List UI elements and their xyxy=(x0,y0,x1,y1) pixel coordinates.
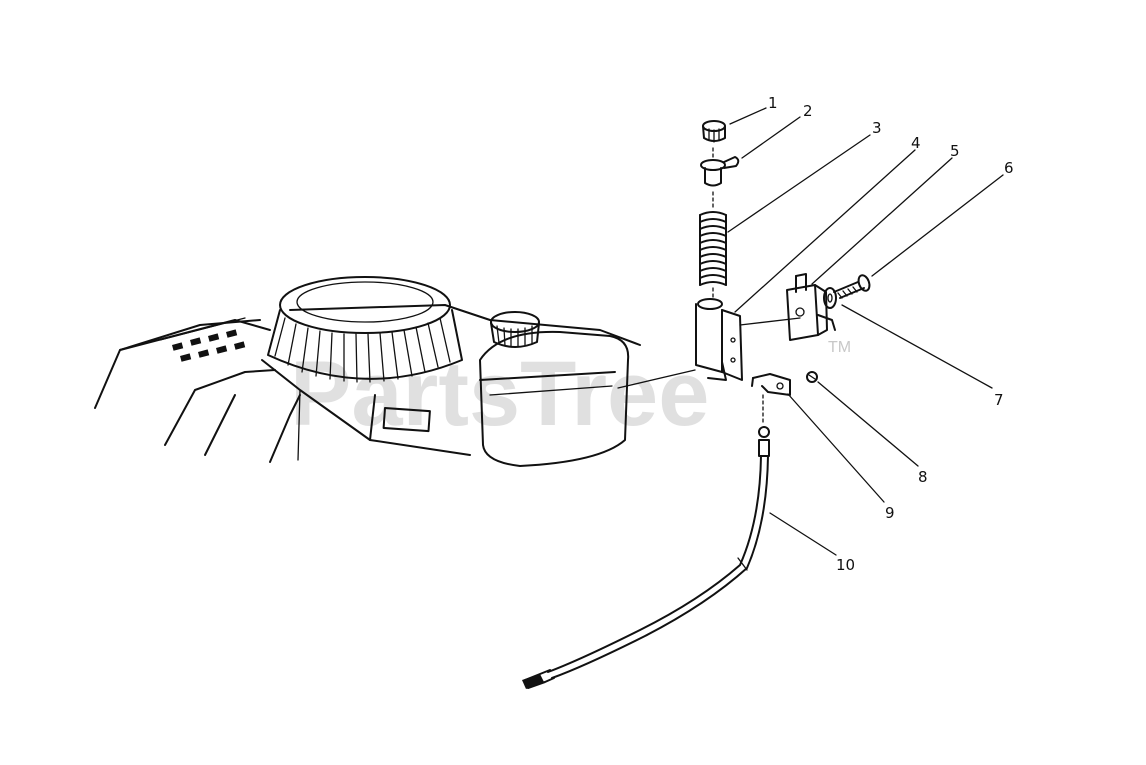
callout-labels: 1 2 3 4 5 6 7 8 9 10 xyxy=(768,94,1014,574)
callout-4: 4 xyxy=(911,134,921,152)
watermark-trademark: TM xyxy=(828,339,851,356)
fuel-tank xyxy=(479,311,630,467)
callout-10: 10 xyxy=(836,556,855,574)
part-10-cable xyxy=(522,426,770,689)
callout-3: 3 xyxy=(872,119,882,137)
part-9-clip xyxy=(751,373,791,426)
callout-leaders xyxy=(727,107,1004,556)
part-5-switch xyxy=(786,273,836,341)
part-6-screw xyxy=(833,274,871,299)
air-filter-housing xyxy=(267,276,463,383)
part-1-nut xyxy=(702,120,726,143)
engine-body xyxy=(261,304,641,461)
deck-vent-holes xyxy=(172,329,246,362)
part-4-bracket xyxy=(617,287,801,389)
part-3-spring xyxy=(699,191,727,286)
callout-6: 6 xyxy=(1004,159,1014,177)
callout-5: 5 xyxy=(950,142,960,160)
air-filter-fins xyxy=(274,317,451,383)
part-8-screw xyxy=(806,371,818,383)
part-2-bushing xyxy=(700,147,740,187)
part-7-washer xyxy=(823,287,837,309)
callout-9: 9 xyxy=(885,504,895,522)
callout-7: 7 xyxy=(994,391,1004,409)
mower-deck-outline xyxy=(94,317,301,463)
callout-2: 2 xyxy=(803,102,813,120)
engine-label-plate xyxy=(382,407,431,433)
callout-1: 1 xyxy=(768,94,778,112)
callout-8: 8 xyxy=(918,468,928,486)
